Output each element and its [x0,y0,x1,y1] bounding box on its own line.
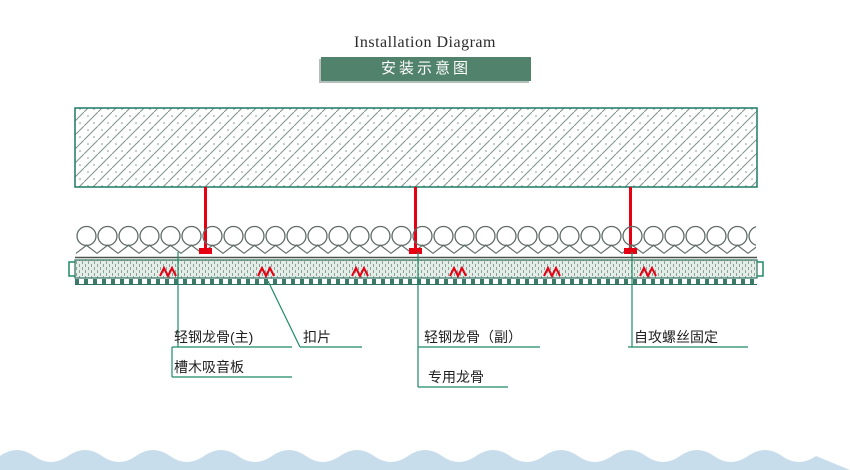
hanger-rod-middle [414,187,417,253]
hanger-bracket [409,248,422,254]
hanger-rod-right [629,187,632,253]
title-chinese: 安装示意图 [380,60,471,77]
label-main-keel: 轻钢龙骨(主) [174,329,254,345]
panel-end-cap-right [757,261,764,277]
label-special-keel: 专用龙骨 [428,369,484,385]
leader-lines [171,252,748,388]
label-panel: 槽木吸音板 [174,359,244,375]
title-english: Installation Diagram [354,34,496,51]
title-banner: 安装示意图 [321,57,531,81]
panel-grooves [75,279,757,284]
label-sub-keel: 轻钢龙骨（副） [424,329,522,345]
bottom-wave [0,450,850,470]
acoustic-panel [74,259,758,279]
buckle-clips [159,265,657,279]
hanger-bracket [624,248,637,254]
hanger-bracket [199,248,212,254]
label-screw-fix: 自攻螺丝固定 [634,329,718,345]
ceiling-slab [74,107,758,188]
hanger-rod-left [204,187,207,253]
label-buckle: 扣片 [303,329,331,345]
panel-end-cap-left [68,261,75,277]
